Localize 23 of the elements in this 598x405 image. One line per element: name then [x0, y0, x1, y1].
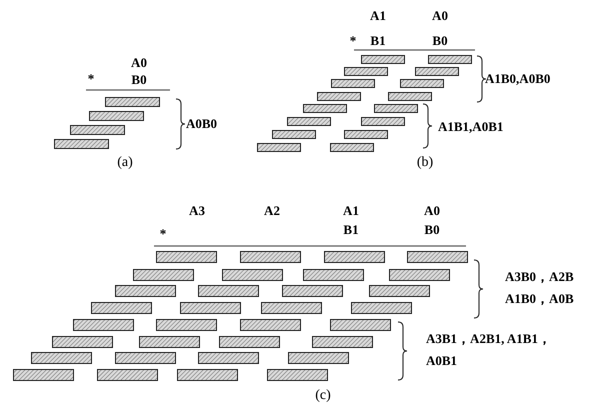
- bit-label: A0: [424, 202, 440, 220]
- bit-label: A1B0,A0B0: [485, 70, 550, 88]
- bit-label: A0B0: [186, 115, 218, 133]
- bit-label: A3B0，A2B A1B0，A0B: [505, 268, 575, 308]
- bit-label: A2: [264, 202, 280, 220]
- bit-label: *: [160, 225, 166, 243]
- bit-label: B1: [370, 32, 386, 50]
- bit-label: A0: [131, 54, 147, 72]
- bit-label: B0: [424, 221, 440, 239]
- bit-label: A0: [432, 7, 448, 25]
- bit-label: A1: [370, 7, 386, 25]
- panel-caption: (b): [416, 154, 434, 172]
- bit-label: B0: [432, 32, 448, 50]
- panel-caption: (c): [315, 387, 331, 405]
- bit-label: A3B1，A2B1, A1B1，A0B1: [426, 330, 552, 370]
- bit-label: B0: [131, 71, 147, 89]
- bit-label: A1B1,A0B1: [438, 118, 504, 136]
- bit-label: *: [350, 32, 356, 50]
- bit-label: B1: [343, 221, 359, 239]
- panel-caption: (a): [117, 154, 133, 172]
- bit-label: A1: [343, 202, 359, 220]
- bit-label: *: [88, 70, 94, 88]
- bit-label: A3: [189, 202, 205, 220]
